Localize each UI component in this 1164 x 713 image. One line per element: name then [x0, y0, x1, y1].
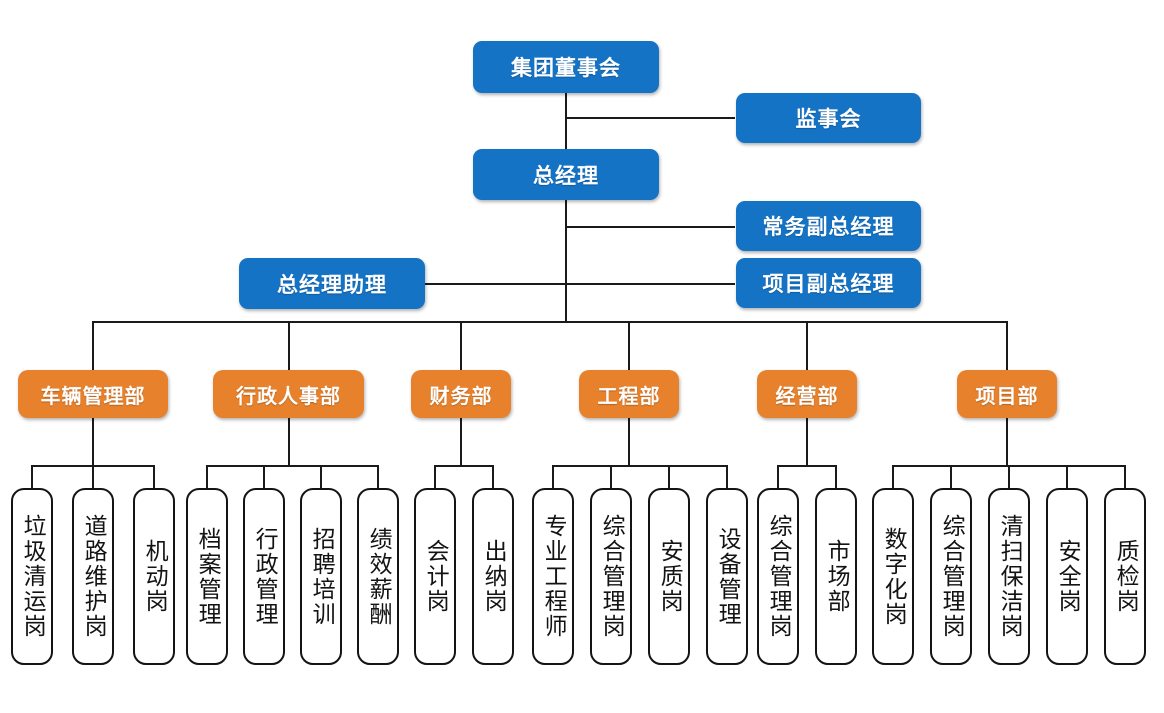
- connector-dept4-stem: [628, 418, 630, 466]
- connector-drop-dept-5: [806, 321, 808, 370]
- position-box-project-comprehensive-management[interactable]: 综合管理岗: [930, 488, 972, 665]
- node-general-manager[interactable]: 总经理: [473, 149, 659, 200]
- connector-dept6-leaf-2: [950, 465, 952, 489]
- position-box-operations-comprehensive-management[interactable]: 综合管理岗: [757, 488, 799, 665]
- connector-dept2-leaf-3: [320, 465, 322, 489]
- node-gm-assistant[interactable]: 总经理助理: [239, 258, 425, 309]
- connector-dept3-leaf-2: [492, 465, 494, 489]
- connector-dept2-stem: [288, 418, 290, 466]
- connector-dept2-leaf-1: [206, 465, 208, 489]
- connector-dept5-leaf-1: [777, 465, 779, 489]
- connector-dept5-leaf-2: [835, 465, 837, 489]
- connector-dept4-leaf-4: [726, 465, 728, 489]
- position-box-performance-compensation[interactable]: 绩效薪酬: [357, 488, 399, 665]
- position-box-professional-engineer[interactable]: 专业工程师: [532, 488, 574, 665]
- connector-dept1-leaf-1: [31, 465, 33, 489]
- connector-drop-dept-4: [628, 321, 630, 370]
- connector-dept2-leaf-4: [377, 465, 379, 489]
- connector-dept5-stem: [806, 418, 808, 466]
- connector-dept6-stem: [1006, 418, 1008, 466]
- position-box-mobile-unit[interactable]: 机动岗: [133, 488, 175, 665]
- connector-dept5-bus: [777, 465, 836, 467]
- connector-gm-to-executive-deputy: [565, 226, 735, 228]
- connector-drop-dept-6: [1006, 321, 1008, 370]
- dept-node-engineering[interactable]: 工程部: [579, 370, 679, 418]
- connector-board-to-supervisory: [565, 117, 735, 119]
- position-box-administration[interactable]: 行政管理: [243, 488, 285, 665]
- connector-drop-dept-3: [460, 321, 462, 370]
- connector-dept3-stem: [460, 418, 462, 466]
- node-supervisory-board[interactable]: 监事会: [736, 93, 921, 143]
- position-box-garbage-transport[interactable]: 垃圾清运岗: [11, 488, 53, 665]
- connector-spine-main: [565, 92, 567, 322]
- connector-gm-assistant: [424, 283, 566, 285]
- position-box-safety-quality[interactable]: 安质岗: [648, 488, 690, 665]
- dept-node-operations[interactable]: 经营部: [757, 370, 857, 418]
- position-box-equipment-management[interactable]: 设备管理: [706, 488, 748, 665]
- position-box-cleaning-sanitation[interactable]: 清扫保洁岗: [988, 488, 1030, 665]
- connector-drop-dept-1: [92, 321, 94, 370]
- connector-gm-to-project-deputy: [565, 283, 735, 285]
- connector-dept2-leaf-2: [263, 465, 265, 489]
- connector-dept6-leaf-4: [1066, 465, 1068, 489]
- dept-node-vehicle-management[interactable]: 车辆管理部: [18, 370, 168, 418]
- position-box-quality-inspection[interactable]: 质检岗: [1104, 488, 1146, 665]
- connector-drop-dept-2: [288, 321, 290, 370]
- connector-dept4-leaf-2: [610, 465, 612, 489]
- connector-dept4-leaf-1: [552, 465, 554, 489]
- position-box-road-maintenance[interactable]: 道路维护岗: [72, 488, 114, 665]
- connector-dept2-bus: [206, 465, 378, 467]
- position-box-digitalization[interactable]: 数字化岗: [872, 488, 914, 665]
- node-project-deputy-gm[interactable]: 项目副总经理: [736, 258, 921, 308]
- connector-dept4-bus: [552, 465, 726, 467]
- connector-dept1-leaf-3: [153, 465, 155, 489]
- connector-dept3-bus: [434, 465, 493, 467]
- position-box-accounting[interactable]: 会计岗: [414, 488, 456, 665]
- dept-node-project[interactable]: 项目部: [957, 370, 1057, 418]
- position-box-recruitment-training[interactable]: 招聘培训: [300, 488, 342, 665]
- connector-dept6-leaf-1: [892, 465, 894, 489]
- connector-dept6-leaf-5: [1124, 465, 1126, 489]
- dept-node-finance[interactable]: 财务部: [411, 370, 511, 418]
- position-box-safety[interactable]: 安全岗: [1046, 488, 1088, 665]
- connector-dept4-leaf-3: [668, 465, 670, 489]
- position-box-archive-management[interactable]: 档案管理: [186, 488, 228, 665]
- connector-dept1-stem: [92, 418, 94, 466]
- position-box-engineering-comprehensive-management[interactable]: 综合管理岗: [590, 488, 632, 665]
- node-executive-deputy-gm[interactable]: 常务副总经理: [736, 201, 921, 251]
- connector-dept3-leaf-1: [434, 465, 436, 489]
- node-board[interactable]: 集团董事会: [473, 41, 659, 93]
- connector-dept1-leaf-2: [92, 465, 94, 489]
- connector-dept6-leaf-3: [1008, 465, 1010, 489]
- position-box-marketing[interactable]: 市场部: [815, 488, 857, 665]
- connector-department-bus: [92, 321, 1008, 323]
- dept-node-admin-hr[interactable]: 行政人事部: [213, 370, 364, 418]
- position-box-cashier[interactable]: 出纳岗: [472, 488, 514, 665]
